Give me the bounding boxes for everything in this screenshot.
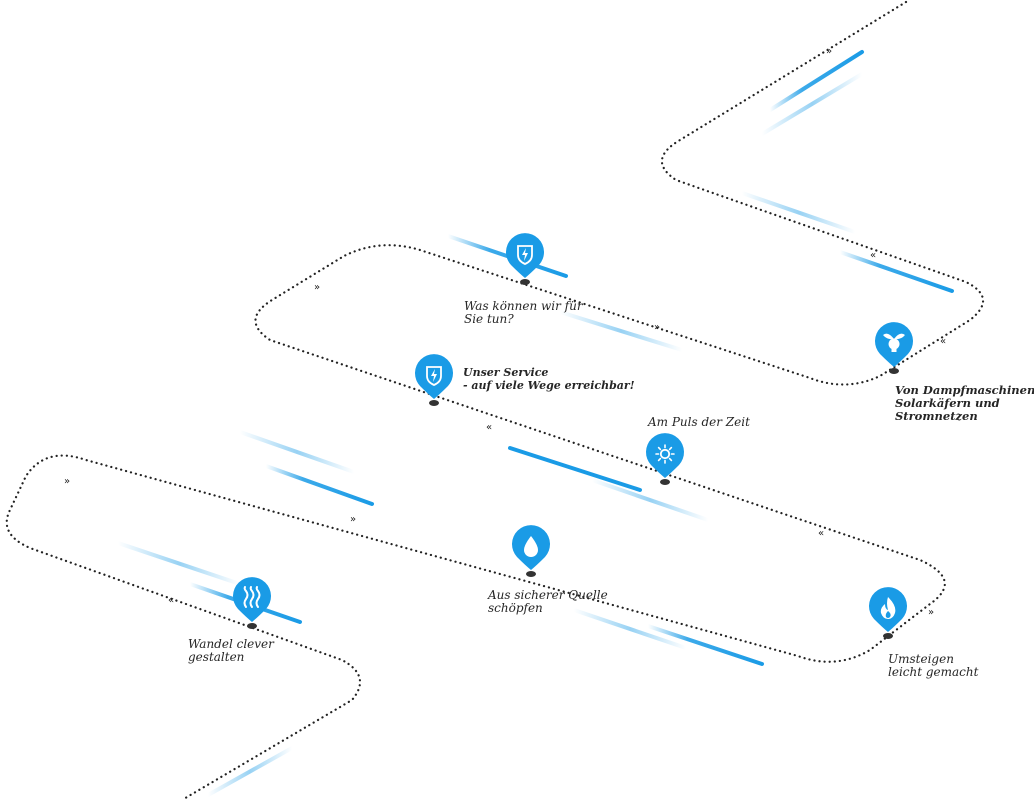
label-line: Unser Service xyxy=(463,366,549,379)
streak xyxy=(206,746,294,797)
streak xyxy=(572,608,688,650)
streak xyxy=(116,541,242,586)
map-pin-was-koennen[interactable] xyxy=(506,233,544,285)
label-wandel: Wandel clever gestalten xyxy=(188,638,274,664)
streak xyxy=(590,478,710,522)
bolt-shield-icon xyxy=(517,245,533,265)
svg-text:»: » xyxy=(64,476,70,487)
svg-text:«: « xyxy=(486,422,492,433)
flame-icon xyxy=(880,597,896,619)
pin-shape xyxy=(646,433,684,478)
label-line: schöpfen xyxy=(488,601,543,615)
water-drop-icon xyxy=(524,536,538,557)
bolt-shield-icon xyxy=(426,366,442,386)
svg-text:»: » xyxy=(928,607,934,618)
streak xyxy=(838,250,954,293)
pin-base-dot xyxy=(526,571,536,577)
label-unser-service: Unser Service - auf viele Wege erreichba… xyxy=(463,366,635,392)
map-pin-wandel[interactable] xyxy=(233,577,271,629)
label-line: Wandel clever xyxy=(188,637,274,651)
lightbulb-leaf-icon xyxy=(883,333,905,352)
svg-text:«: « xyxy=(168,595,174,606)
svg-text:»: » xyxy=(826,46,832,57)
pin-base-dot xyxy=(660,479,670,485)
label-line: Solarkäfern und xyxy=(895,396,1000,410)
route-arrows: » « « » » « « » » « » xyxy=(64,46,946,618)
pin-base-dot xyxy=(520,279,530,285)
map-pin-umsteigen[interactable] xyxy=(869,587,907,639)
pin-base-dot xyxy=(883,633,893,639)
map-pin-unser-service[interactable] xyxy=(415,354,453,406)
label-line: Sie tun? xyxy=(464,312,514,326)
streak xyxy=(646,624,764,666)
map-pin-von-dampf[interactable] xyxy=(875,322,913,374)
motion-streaks xyxy=(116,50,954,797)
label-line: Am Puls der Zeit xyxy=(648,415,750,429)
label-umsteigen: Umsteigen leicht gemacht xyxy=(888,653,978,679)
svg-text:»: » xyxy=(314,282,320,293)
svg-text:«: « xyxy=(940,336,946,347)
svg-text:«: « xyxy=(870,250,876,261)
pin-base-dot xyxy=(247,623,257,629)
svg-text:»: » xyxy=(654,322,660,333)
pin-base-dot xyxy=(429,400,439,406)
label-line: Was können wir für xyxy=(464,299,583,313)
map-pin-am-puls[interactable] xyxy=(646,433,684,485)
label-line: Umsteigen xyxy=(888,652,954,666)
label-am-puls: Am Puls der Zeit xyxy=(648,416,750,429)
streak xyxy=(238,430,356,474)
markers xyxy=(233,233,913,639)
pin-base-dot xyxy=(889,368,899,374)
streak xyxy=(740,191,857,234)
label-line: Von Dampfmaschinen, xyxy=(895,383,1034,397)
label-was-koennen: Was können wir für Sie tun? xyxy=(464,300,583,326)
label-line: gestalten xyxy=(188,650,245,664)
label-line: - auf viele Wege erreichbar! xyxy=(463,379,635,392)
streak xyxy=(760,72,864,136)
streak xyxy=(264,464,374,506)
label-line: Aus sicherer Quelle xyxy=(488,588,608,602)
label-aus-quelle: Aus sicherer Quelle schöpfen xyxy=(488,589,608,615)
streak xyxy=(508,446,642,492)
sun-icon xyxy=(655,444,675,464)
label-line: leicht gemacht xyxy=(888,665,979,679)
map-pin-aus-quelle[interactable] xyxy=(512,525,550,577)
streak xyxy=(558,310,684,352)
heat-waves-icon xyxy=(243,586,261,608)
label-line: Stromnetzen xyxy=(895,409,978,423)
streak xyxy=(768,50,864,112)
label-von-dampf: Von Dampfmaschinen, Solarkäfern und Stro… xyxy=(895,384,1034,423)
svg-text:»: » xyxy=(350,514,356,525)
svg-text:«: « xyxy=(818,528,824,539)
route-path xyxy=(5,0,985,800)
